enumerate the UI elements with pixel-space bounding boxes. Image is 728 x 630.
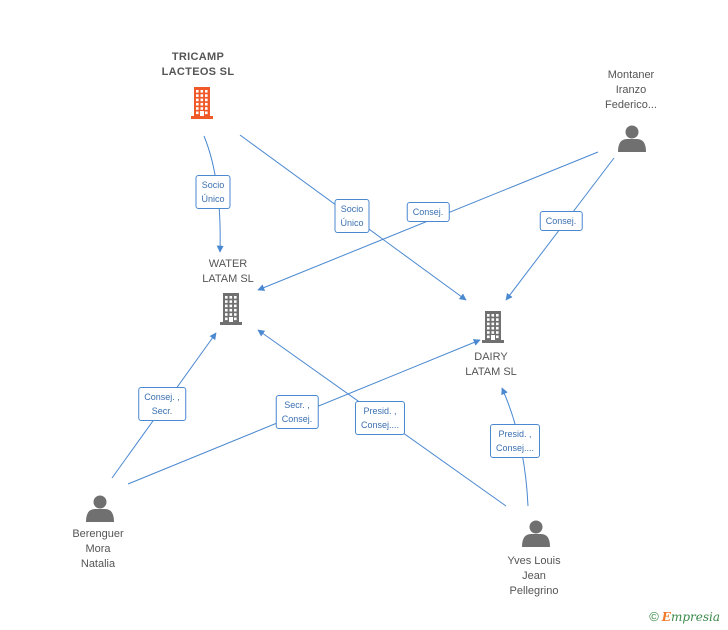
node-label-line: Jean	[522, 570, 546, 582]
person-icon-yves[interactable]	[522, 520, 550, 548]
person-icon-montaner[interactable]	[618, 125, 646, 153]
copyright-symbol: ©	[649, 609, 659, 624]
edge-label-line: Presid. ,	[363, 406, 397, 416]
edge-label-line: Presid. ,	[498, 429, 532, 439]
edge-label-line: Consej.	[545, 216, 577, 226]
node-label-line: Montaner	[607, 69, 655, 81]
edge-label-line: Socio	[340, 204, 364, 214]
building-icon-dairy[interactable]	[482, 311, 504, 343]
edge-label-line: Consej.	[281, 414, 313, 424]
node-label-dairy[interactable]: DAIRY LATAM SL	[465, 350, 517, 380]
brand-logo: Empresia	[661, 609, 720, 624]
edge-label-line: Único	[340, 218, 364, 228]
node-label-line: TRICAMP	[171, 51, 225, 63]
empresia-watermark: © Empresia	[649, 609, 720, 624]
node-label-water[interactable]: WATER LATAM SL	[202, 257, 254, 287]
node-label-line: Federico...	[605, 99, 657, 111]
edge-label-line: Consej....	[495, 443, 535, 453]
node-label-line: LATAM SL	[202, 273, 254, 285]
node-label-line: Berenguer	[72, 528, 124, 540]
edge-label-line: Consej....	[360, 420, 400, 430]
edge-label-yves-water[interactable]: Presid. , Consej....	[354, 401, 406, 435]
edge-label-montaner-water[interactable]: Consej.	[406, 202, 450, 222]
edge-label-line: Único	[201, 194, 225, 204]
edge-label-berenguer-dairy[interactable]: Secr. , Consej.	[275, 395, 319, 429]
edge-label-montaner-dairy[interactable]: Consej.	[539, 211, 583, 231]
person-icon-berenguer[interactable]	[86, 495, 114, 523]
node-label-line: Iranzo	[615, 84, 647, 96]
node-label-line: WATER	[208, 258, 248, 270]
building-icon-water[interactable]	[220, 293, 242, 325]
node-label-line: Yves Louis	[507, 555, 561, 567]
node-label-line: Natalia	[80, 558, 116, 570]
edge-label-berenguer-water[interactable]: Consej. , Secr.	[138, 387, 186, 421]
node-label-line: DAIRY	[474, 351, 508, 363]
edge-label-line: Secr.	[151, 406, 173, 416]
node-label-line: Mora	[85, 543, 111, 555]
edge-label-line: Consej. ,	[144, 392, 180, 402]
edge-label-line: Socio	[201, 180, 225, 190]
node-label-line: LACTEOS SL	[161, 66, 235, 78]
node-label-line: LATAM SL	[465, 366, 517, 378]
node-label-tricamp[interactable]: TRICAMP LACTEOS SL	[162, 50, 235, 80]
edge-label-line: Consej.	[412, 207, 444, 217]
building-icon-tricamp[interactable]	[191, 87, 213, 119]
edge-label-line: Secr. ,	[284, 400, 310, 410]
node-label-line: Pellegrino	[509, 585, 559, 597]
edge-label-yves-dairy[interactable]: Presid. , Consej....	[489, 424, 541, 458]
